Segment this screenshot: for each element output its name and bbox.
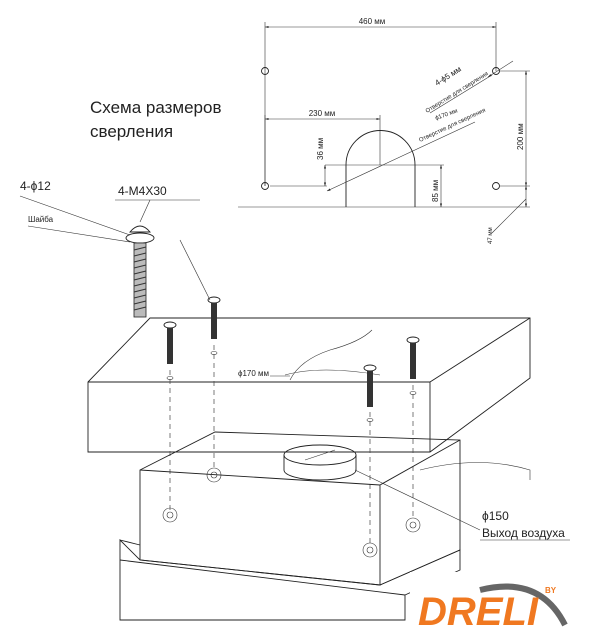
range-hood — [119, 431, 461, 621]
screw-hole-label: 4-ϕ5 мм — [433, 65, 463, 88]
washer-label: Шайба — [28, 215, 54, 224]
countertop — [87, 317, 531, 480]
screw-hole-note: Отверстие для сверления — [425, 71, 490, 115]
width-label: 460 мм — [359, 17, 386, 26]
scheme-title-line1: Схема размеров — [90, 98, 222, 117]
drilling-scheme: 460 мм 230 мм 36 мм 85 мм 200 мм 47 мм 4… — [238, 17, 530, 244]
screw-detail — [125, 225, 155, 318]
hole-spacing-label: 200 мм — [516, 123, 525, 150]
outlet-diameter-label: ϕ150 — [482, 509, 509, 523]
screw-hole — [492, 67, 500, 75]
countertop-hole-label: ϕ170 мм — [238, 369, 269, 378]
cutout-height-label: 85 мм — [431, 180, 440, 202]
half-width-label: 230 мм — [309, 109, 336, 118]
scheme-title-line2: сверления — [90, 122, 173, 141]
screw-hole — [492, 182, 500, 190]
washer-size-label: 4-ϕ12 — [20, 179, 51, 193]
edge-offset-label: 47 мм — [488, 227, 494, 244]
duct-cutout — [345, 130, 416, 207]
logo-suffix: BY — [545, 586, 557, 595]
arch-offset-label: 36 мм — [316, 138, 325, 160]
mounting-screws — [163, 296, 420, 545]
duct-hole-label: ϕ170 мм — [435, 108, 459, 122]
logo-swoosh — [479, 583, 568, 627]
logo-brand: DRELI — [418, 590, 539, 634]
outlet-label: Выход воздуха — [482, 526, 565, 540]
dreli-logo: DRELI BY — [410, 572, 570, 634]
screw-hole — [261, 67, 269, 75]
screw-label: 4-M4X30 — [118, 184, 167, 198]
air-outlet-collar — [283, 444, 357, 481]
